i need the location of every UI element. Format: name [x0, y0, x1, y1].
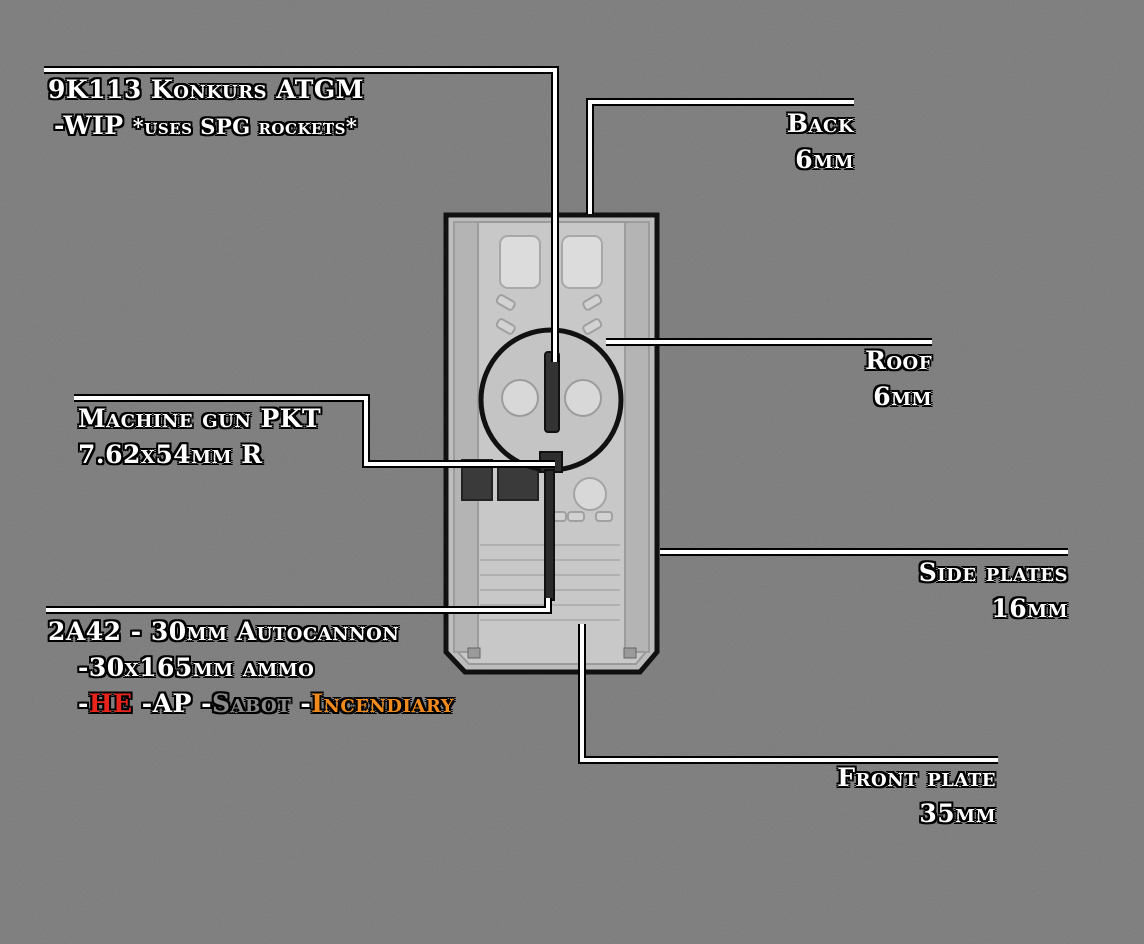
ammo-type-ap: AP — [152, 689, 192, 718]
callout-machine-gun: Machine gun PKT 7.62x54mm R — [78, 401, 321, 473]
leader-lines — [44, 68, 1068, 762]
callout-autocannon: 2A42 - 30mm Autocannon -30x165mm ammo -H… — [48, 614, 454, 722]
turret-hatch-right — [564, 379, 602, 417]
mg-caliber: 7.62x54mm R — [78, 440, 263, 469]
autocannon-barrel — [544, 469, 555, 601]
callout-atgm: 9K113 Konkurs ATGM -WIP *uses SPG rocket… — [48, 72, 364, 145]
front-thickness: 35mm — [919, 799, 996, 828]
atgm-launcher — [544, 351, 560, 433]
callout-roof: Roof 6mm — [865, 343, 932, 415]
front-name: Front plate — [837, 763, 996, 792]
back-name: Back — [786, 109, 854, 138]
ammo-type-incendiary: Incendiary — [311, 689, 455, 718]
ammo-type-he: HE — [88, 689, 133, 718]
atgm-note: *uses SPG rockets* — [132, 114, 358, 139]
mg-name: Machine gun PKT — [78, 404, 322, 433]
ammo-types: -HE -AP -Sabot -Incendiary — [78, 689, 455, 718]
autocannon-ammo: -30x165mm ammo — [78, 653, 315, 682]
rear-hatch-left — [499, 235, 541, 289]
roof-thickness: 6mm — [873, 382, 932, 411]
vehicle-top-view — [443, 212, 660, 675]
callout-front-plate: Front plate 35mm — [837, 760, 996, 832]
autocannon-name: 2A42 - 30mm Autocannon — [48, 617, 400, 646]
side-name: Side plates — [918, 558, 1068, 587]
callout-back: Back 6mm — [787, 106, 854, 178]
rear-hatch-right — [561, 235, 603, 289]
turret-hatch-left — [501, 379, 539, 417]
right-fender — [624, 221, 650, 653]
roof-name: Roof — [865, 346, 932, 375]
side-thickness: 16mm — [991, 594, 1068, 623]
left-fender — [453, 221, 479, 653]
atgm-name: 9K113 Konkurs ATGM — [48, 75, 364, 104]
back-thickness: 6mm — [795, 145, 854, 174]
ammo-type-sabot: Sabot — [211, 689, 292, 718]
callout-side-plates: Side plates 16mm — [919, 555, 1068, 627]
atgm-note-prefix: -WIP — [54, 111, 133, 140]
